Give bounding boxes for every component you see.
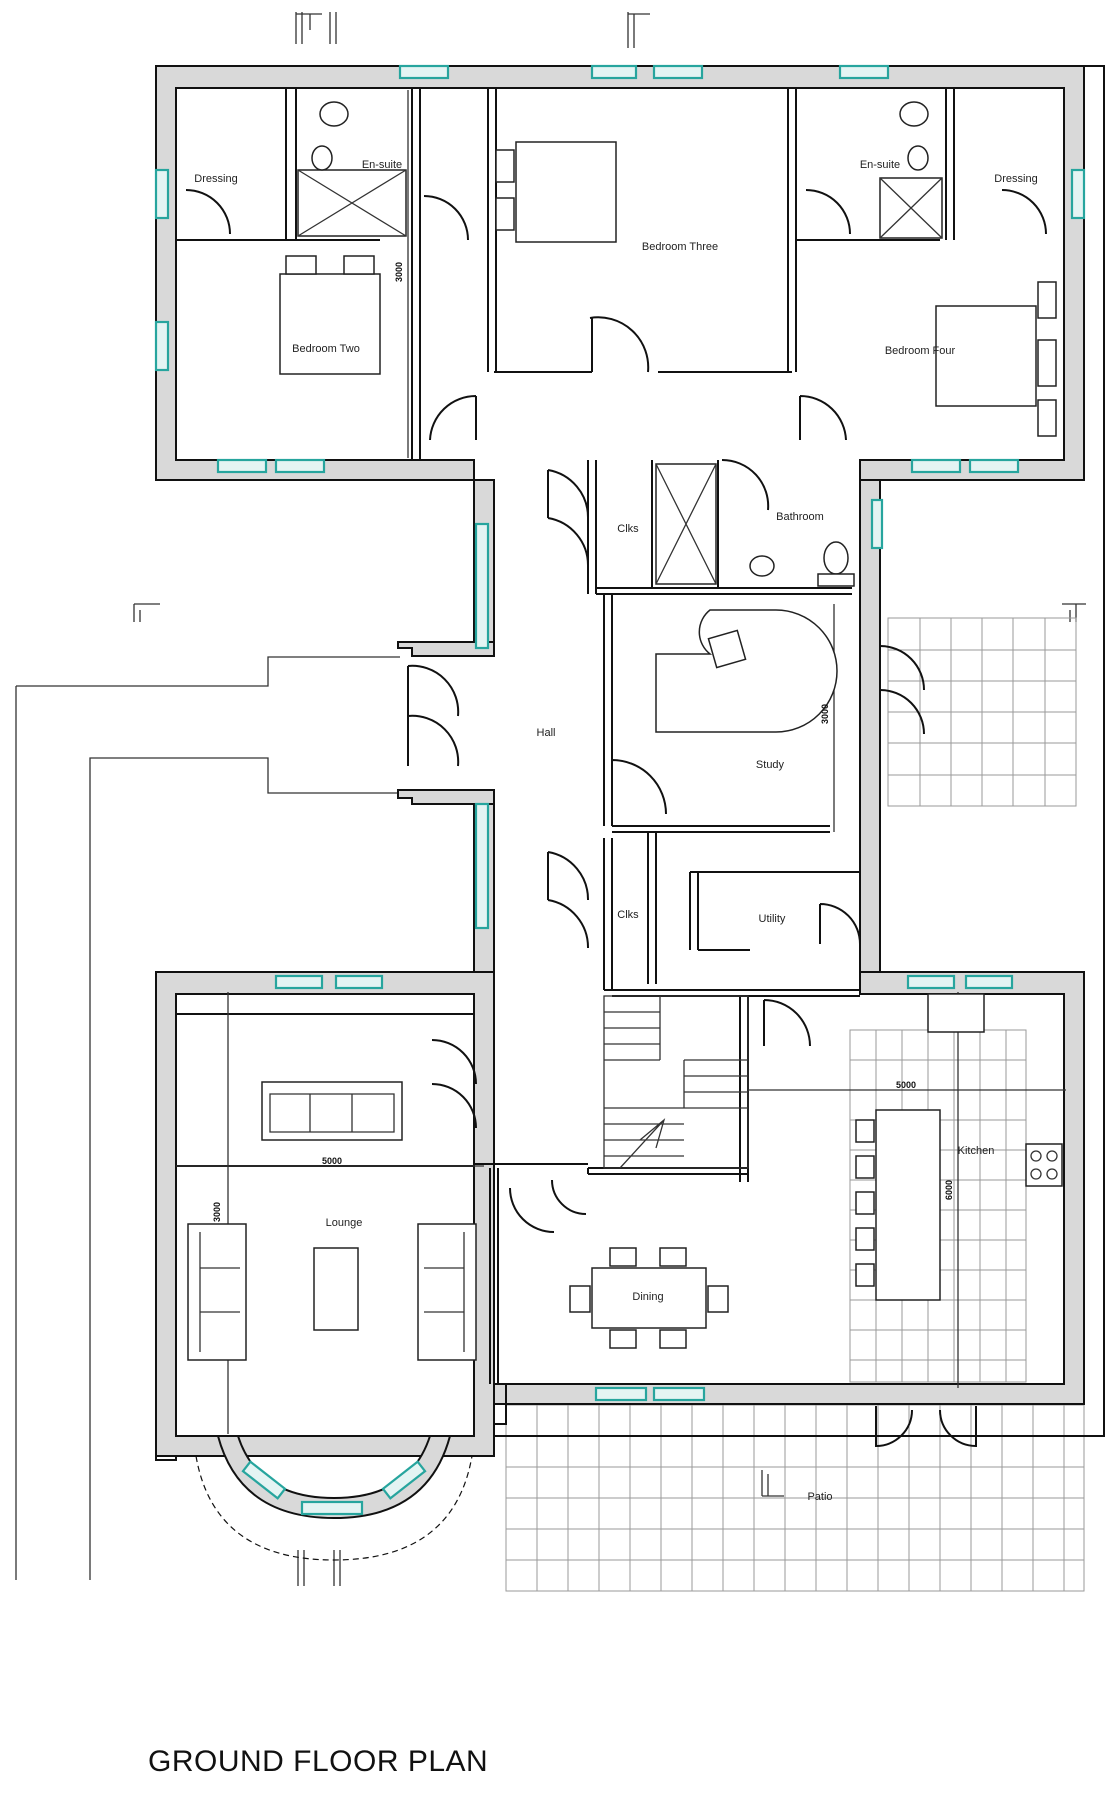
label-lounge: Lounge xyxy=(326,1217,363,1229)
section-marker-left xyxy=(133,603,160,622)
sanitary-fittings xyxy=(297,101,943,587)
room-labels: Dressing En-suite Bedroom Three En-suite… xyxy=(194,159,1037,1503)
windows xyxy=(154,64,1086,1516)
label-utility: Utility xyxy=(759,913,786,925)
site-boundary xyxy=(15,656,400,1580)
dim-kitchen-width: 5000 xyxy=(896,1080,916,1090)
section-marker-top-center xyxy=(627,12,650,48)
section-marker-right xyxy=(1062,603,1086,622)
dim-study: 3000 xyxy=(820,704,830,724)
label-clks-bottom: Clks xyxy=(617,909,639,921)
label-kitchen: Kitchen xyxy=(958,1145,995,1157)
furniture xyxy=(187,141,1063,1361)
plan-title: GROUND FLOOR PLAN xyxy=(148,1745,489,1778)
label-dressing-left: Dressing xyxy=(194,173,237,185)
terrace-paving xyxy=(887,617,1077,807)
label-bathroom: Bathroom xyxy=(776,511,824,523)
dim-lounge-side: 3000 xyxy=(212,1202,222,1222)
doors xyxy=(185,189,1047,1448)
label-bedroom-three: Bedroom Three xyxy=(642,241,718,253)
label-ensuite-left: En-suite xyxy=(362,159,402,171)
label-bedroom-two: Bedroom Two xyxy=(292,343,360,355)
label-ensuite-right: En-suite xyxy=(860,159,900,171)
patio-paving xyxy=(505,1404,1085,1592)
label-hall: Hall xyxy=(537,727,556,739)
dim-lounge-width: 5000 xyxy=(322,1156,342,1166)
section-marker-patio xyxy=(761,1470,784,1497)
label-dining: Dining xyxy=(632,1291,663,1303)
label-patio: Patio xyxy=(807,1491,832,1503)
dimension-labels: 3000 3000 5000 3000 5000 6000 xyxy=(212,262,954,1222)
dim-bedroom-two: 3000 xyxy=(394,262,404,282)
section-marker-top-left xyxy=(295,12,337,44)
section-marker-bottom xyxy=(297,1550,341,1586)
label-clks-top: Clks xyxy=(617,523,639,535)
staircase xyxy=(603,995,749,1169)
dim-kitchen-side: 6000 xyxy=(944,1180,954,1200)
label-bedroom-four: Bedroom Four xyxy=(885,345,956,357)
label-dressing-right: Dressing xyxy=(994,173,1037,185)
label-study: Study xyxy=(756,759,785,771)
